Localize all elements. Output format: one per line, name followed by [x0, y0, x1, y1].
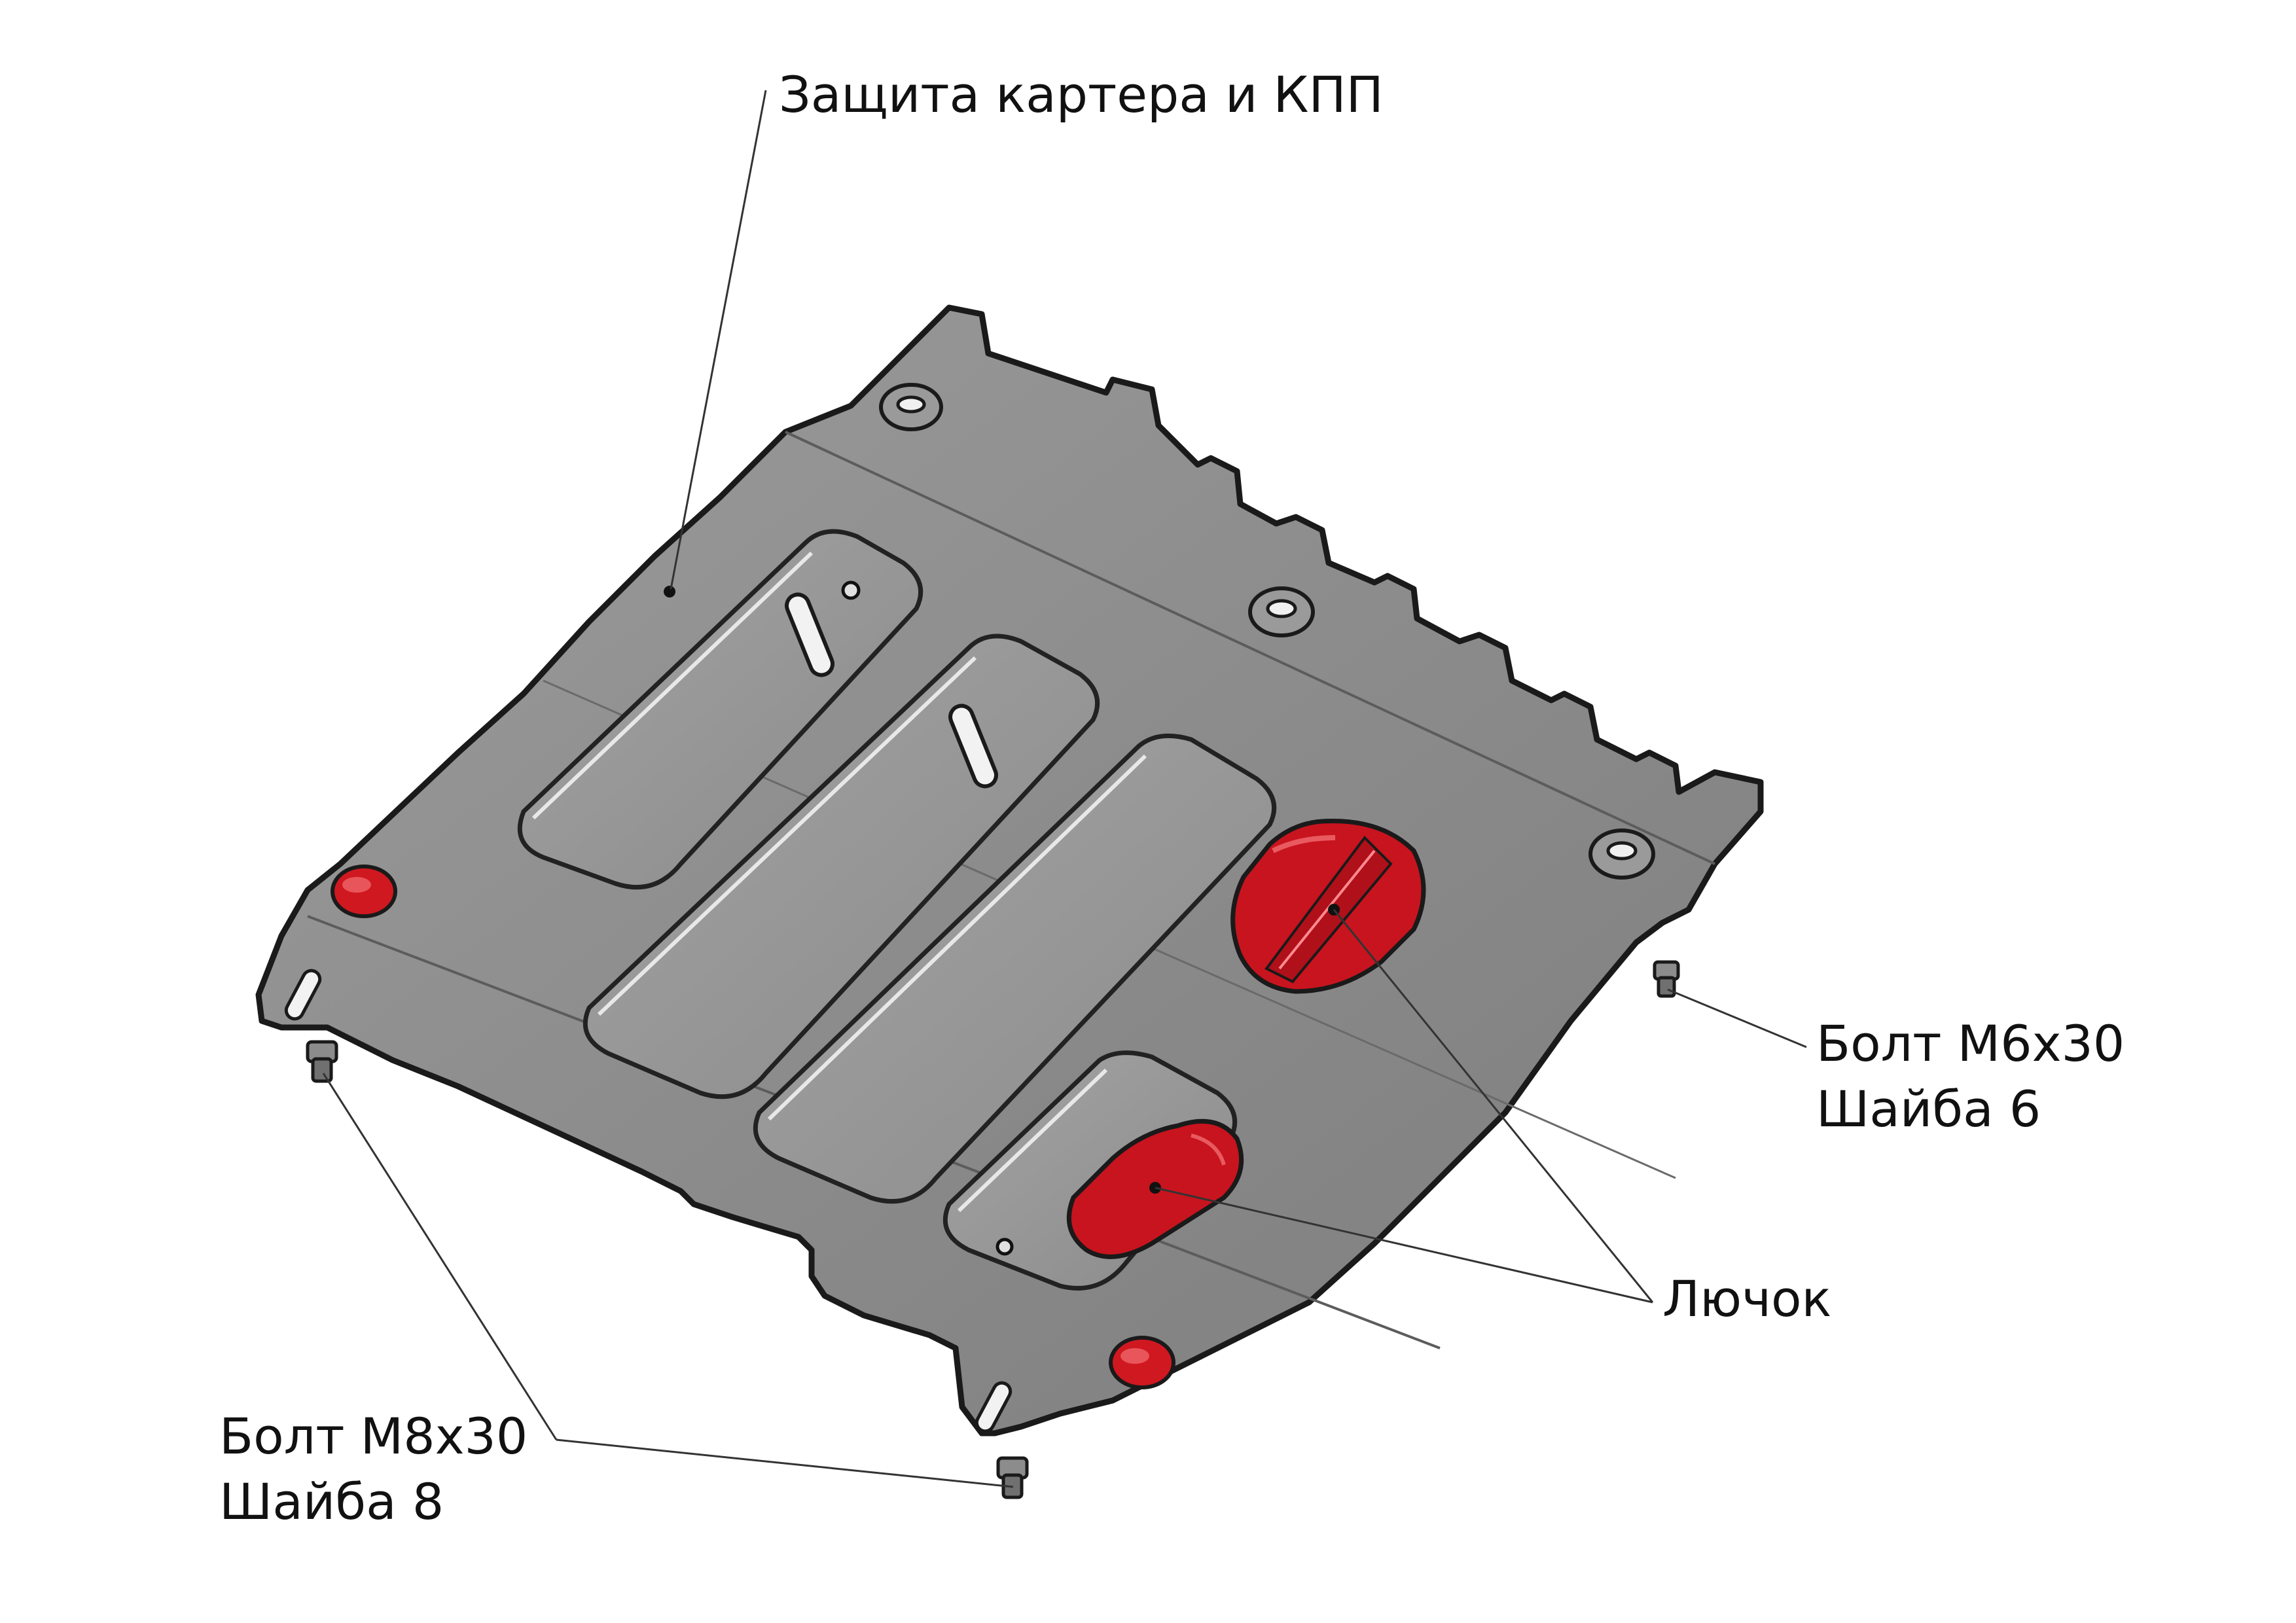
- plug-icon: [331, 865, 397, 918]
- leader-bolt-large-a: [322, 1073, 558, 1440]
- bolt-icon: [306, 1040, 338, 1083]
- hatch-icon: [1230, 819, 1426, 994]
- hole: [996, 1238, 1014, 1256]
- label-bolt-small-2: Шайба 6: [1816, 1080, 2041, 1138]
- label-hatch: Лючок: [1662, 1270, 1832, 1328]
- leader-lines: [322, 90, 1807, 1488]
- recess-3: [753, 733, 1277, 1204]
- label-guard: Защита картера и КПП: [779, 65, 1384, 124]
- label-bolt-large-1: Болт М8x30: [219, 1407, 528, 1465]
- bolt-icon: [1653, 960, 1680, 998]
- slot-2: [948, 704, 998, 789]
- hole: [664, 586, 675, 597]
- slot-front-right: [975, 1381, 1013, 1433]
- label-bolt-small-1: Болт М6x30: [1816, 1014, 2125, 1073]
- bolt-icon: [996, 1456, 1029, 1499]
- plug-icon: [1109, 1336, 1175, 1389]
- hole: [841, 580, 861, 600]
- leader-hatch-2: [1155, 1186, 1653, 1304]
- recess-1: [517, 529, 924, 890]
- slot-front-left: [284, 969, 322, 1021]
- slot-1: [785, 592, 834, 677]
- leader-bolt-large-b: [556, 1438, 1014, 1488]
- label-bolt-large-2: Шайба 8: [219, 1472, 444, 1531]
- mounting-boss: [879, 383, 943, 431]
- leader-bolt-small: [1667, 988, 1807, 1048]
- mounting-boss: [1588, 829, 1655, 880]
- bend-line-upper: [785, 431, 1715, 865]
- leader-hatch-1: [1333, 909, 1654, 1303]
- mounting-boss: [1248, 586, 1315, 637]
- leader-guard: [670, 90, 767, 590]
- recess-4: [942, 1050, 1238, 1291]
